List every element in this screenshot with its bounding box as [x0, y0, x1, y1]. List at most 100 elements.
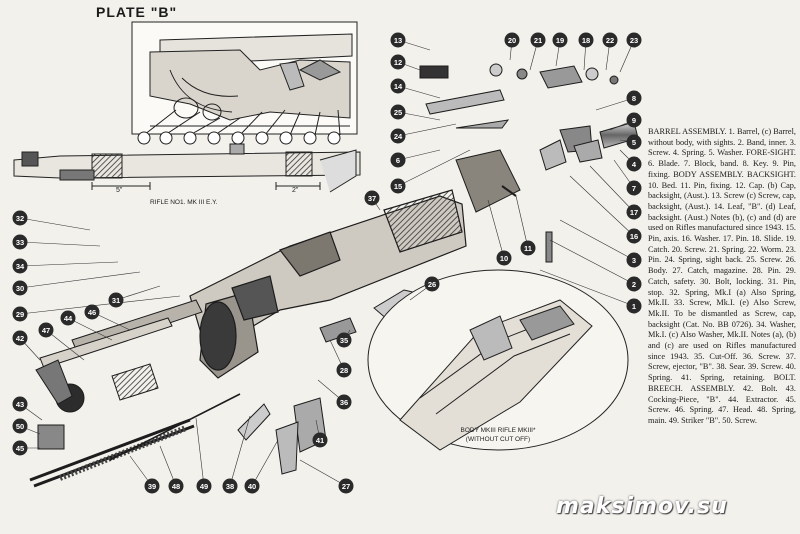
callout-circle — [60, 310, 76, 326]
parts-description: BARREL ASSEMBLY. 1. Barrel, (c) Barrel, … — [648, 127, 796, 425]
callout-leader — [397, 149, 471, 187]
callout-circle — [144, 478, 160, 494]
callout-number: 16 — [630, 232, 638, 241]
callout-leader — [549, 239, 635, 285]
callout-circle — [424, 276, 440, 292]
callout-leader — [45, 329, 85, 361]
callout-number: 30 — [16, 284, 24, 293]
callout-circle — [12, 440, 28, 456]
callout-circle — [222, 478, 238, 494]
callout-circle — [12, 306, 28, 322]
callout-leader — [487, 199, 505, 259]
callout-number: 3 — [632, 256, 636, 265]
callout-circle — [626, 298, 642, 314]
callout-number: 23 — [630, 36, 638, 45]
callout-number: 34 — [16, 262, 25, 271]
callout-number: 19 — [556, 36, 564, 45]
callout-circle — [244, 478, 260, 494]
action-cutaway-inset — [131, 21, 358, 136]
callout-circle — [390, 78, 406, 94]
bolt-parts — [29, 299, 357, 488]
callout-number: 22 — [606, 36, 614, 45]
callout-circle — [626, 180, 642, 196]
callout-circle — [626, 134, 642, 150]
callout-circle — [390, 104, 406, 120]
callout-number: 28 — [340, 366, 348, 375]
callout-circle — [364, 190, 380, 206]
callout-leader — [195, 417, 205, 487]
callout-number: 21 — [534, 36, 542, 45]
callout-number: 1 — [632, 302, 636, 311]
callout-circle — [38, 322, 54, 338]
callout-circle — [390, 152, 406, 168]
callout-circle — [336, 332, 352, 348]
rifle-barrel-view — [13, 143, 361, 193]
callout-circle — [336, 362, 352, 378]
callout-leader — [19, 241, 101, 247]
callout-number: 12 — [394, 58, 402, 67]
callout-circle — [84, 304, 100, 320]
callout-number: 36 — [340, 398, 348, 407]
callout-number: 10 — [500, 254, 508, 263]
inset-callout-circles — [137, 131, 341, 145]
body-inset-caption-line2: (WITHOUT CUT OFF) — [466, 436, 530, 443]
callout-circle — [626, 252, 642, 268]
callout-circle — [602, 32, 618, 48]
callout-circle — [626, 204, 642, 220]
callout-number: 13 — [394, 36, 402, 45]
callout-number: 15 — [394, 182, 402, 191]
callout-circle — [338, 478, 354, 494]
callout-number: 20 — [508, 36, 516, 45]
callout-circle — [12, 330, 28, 346]
callout-number: 42 — [16, 334, 24, 343]
callout-circle — [12, 396, 28, 412]
callout-circle — [626, 90, 642, 106]
callout-number: 35 — [340, 336, 348, 345]
callout-circle — [626, 32, 642, 48]
body-inset-caption: BODY MKIII RIFLE MKIII* (WITHOUT CUT OFF… — [460, 427, 535, 443]
callout-circle — [12, 258, 28, 274]
callout-number: 31 — [112, 296, 120, 305]
callout-number: 49 — [200, 482, 208, 491]
callout-number: 9 — [632, 116, 636, 125]
callout-number: 38 — [226, 482, 234, 491]
callout-leader — [397, 123, 457, 137]
callout-number: 11 — [524, 244, 532, 253]
callout-number: 8 — [632, 94, 636, 103]
callout-leader — [19, 271, 141, 289]
callout-number: 43 — [16, 400, 24, 409]
callout-number: 4 — [632, 160, 637, 169]
callout-circle — [196, 478, 212, 494]
rifle-dimension-right: 2" — [292, 187, 299, 194]
callout-circle — [390, 128, 406, 144]
callout-leader — [251, 439, 279, 487]
callout-number: 2 — [632, 280, 636, 289]
body-mkiii-inset — [367, 269, 629, 451]
callout-circle — [312, 432, 328, 448]
callout-circle — [626, 156, 642, 172]
callout-circle — [12, 280, 28, 296]
callout-leader — [19, 261, 119, 267]
callout-number: 40 — [248, 482, 256, 491]
callout-number: 17 — [630, 208, 638, 217]
callout-circle — [108, 292, 124, 308]
callout-circle — [520, 240, 536, 256]
callout-circle — [496, 250, 512, 266]
callout-number: 47 — [42, 326, 50, 335]
callout-circle — [530, 32, 546, 48]
callout-circle — [390, 54, 406, 70]
callout-leader — [115, 285, 161, 301]
callout-number: 7 — [632, 184, 636, 193]
callout-leader — [19, 217, 91, 231]
callout-circle — [12, 418, 28, 434]
callout-leader — [67, 317, 113, 341]
callout-circle — [390, 178, 406, 194]
callout-circle — [626, 228, 642, 244]
callout-circle — [12, 234, 28, 250]
callout-circle — [578, 32, 594, 48]
callout-leader — [229, 415, 251, 487]
callout-number: 32 — [16, 214, 24, 223]
callout-leader — [515, 195, 529, 249]
callout-circle — [626, 276, 642, 292]
